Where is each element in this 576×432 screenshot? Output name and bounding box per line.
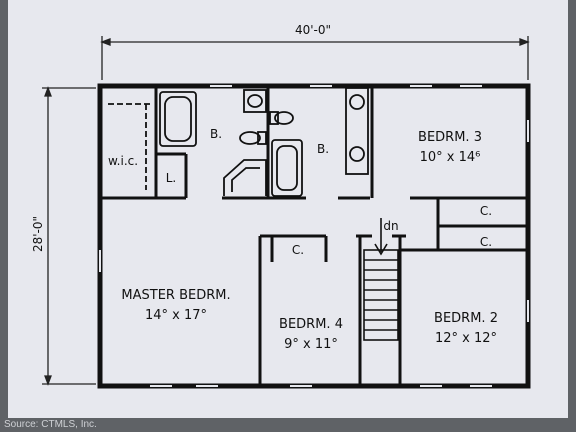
label-bath-master: B. [210, 127, 222, 141]
stair [363, 218, 399, 341]
width-arrow-left [100, 38, 111, 46]
width-arrow-right [519, 38, 530, 46]
width-dimension [100, 36, 530, 80]
toilet-master-tank [257, 131, 267, 145]
toilet-master [239, 131, 261, 145]
shower-master-inner [231, 167, 260, 192]
depth-arrow-top [44, 86, 52, 97]
label-bedroom4-size: 9° x 11° [284, 337, 338, 352]
depth-dimension-label: 28'-0" [31, 216, 45, 252]
room-labels: w.i.c. L. B. B. BEDRM. 3 10° x 14⁶ C. C.… [108, 127, 498, 352]
sink-hall-1 [349, 94, 365, 110]
label-closet-lower: C. [480, 235, 492, 249]
source-credit: Source: CTMLS, Inc. [4, 419, 97, 430]
bathtub-master-basin [164, 96, 192, 142]
fixtures [108, 87, 369, 197]
label-bedroom3-name: BEDRM. 3 [418, 130, 482, 145]
label-closet-bed4: C. [292, 243, 304, 257]
depth-arrow-bottom [44, 375, 52, 386]
label-stair-dn: dn [383, 219, 398, 233]
vanity-hall [345, 87, 369, 175]
width-dimension-label: 40'-0" [295, 23, 331, 37]
label-linen: L. [166, 171, 177, 185]
label-master-name: MASTER BEDRM. [121, 288, 230, 303]
sink-hall-2 [349, 146, 365, 162]
shower-master [223, 159, 267, 196]
sink-master-bowl [247, 94, 263, 108]
label-wic: w.i.c. [108, 154, 138, 168]
depth-dimension [42, 86, 96, 386]
stair-arrow-head [374, 243, 388, 256]
label-closet-upper: C. [480, 204, 492, 218]
bathtub-hall-basin [276, 145, 298, 191]
window-marks [99, 85, 529, 387]
label-bedroom2-name: BEDRM. 2 [434, 311, 498, 326]
label-bath-hall: B. [317, 142, 329, 156]
label-master-size: 14° x 17° [145, 308, 207, 323]
label-bedroom2-size: 12° x 12° [435, 331, 497, 346]
bathtub-hall [271, 139, 303, 197]
bathtub-master [159, 91, 197, 147]
label-bedroom4-name: BEDRM. 4 [279, 317, 343, 332]
sink-master [243, 89, 267, 113]
label-bedroom3-size: 10° x 14⁶ [420, 150, 481, 165]
toilet-hall-tank [269, 111, 279, 125]
interior-walls [100, 86, 528, 386]
toilet-hall [274, 111, 294, 125]
stair-outline [363, 249, 399, 341]
